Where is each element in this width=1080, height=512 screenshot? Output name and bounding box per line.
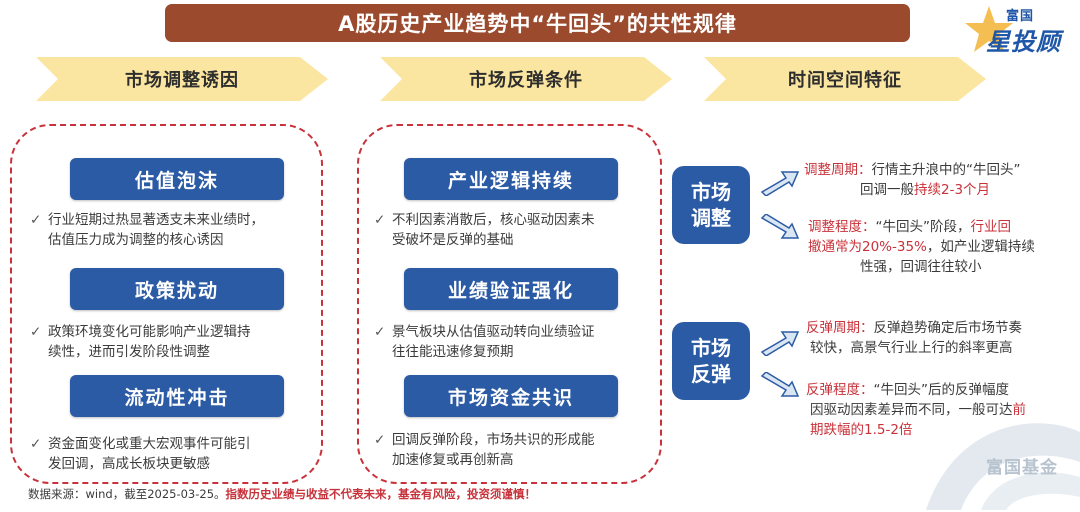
- box-label-line: 调整: [691, 206, 731, 230]
- arrow-up-right-icon: [760, 171, 800, 196]
- box-label-line: 反弹: [691, 362, 731, 386]
- feature-highlight: 期跌幅的1.5-2倍: [810, 422, 913, 438]
- desc-line: 景气板块从估值驱动转向业绩验证: [392, 324, 595, 340]
- condition-industry-desc: ✓ 不利因素消散后，核心驱动因素未 受破坏是反弹的基础: [374, 210, 660, 250]
- desc-line: 政策环境变化可能影响产业逻辑持: [48, 324, 251, 340]
- box-label-line: 市场: [691, 180, 731, 204]
- feature-label: 调整周期：: [804, 162, 872, 178]
- rebound-degree-text: 反弹程度：“牛回头”后的反弹幅度 因驱动因素差异而不同，一般可达前 期跌幅的1.…: [806, 380, 1076, 440]
- feature-highlight: 撤通常为20%-35%: [808, 239, 927, 255]
- cause-valuation-desc: ✓ 行业短期过热显著透支未来业绩时， 估值压力成为调整的核心诱因: [30, 210, 320, 250]
- feature-text: “牛回头”阶段，: [875, 219, 971, 235]
- desc-line: 往往能迅速修复预期: [392, 344, 514, 360]
- feature-label: 反弹周期：: [806, 320, 874, 336]
- check-icon: ✓: [30, 324, 42, 340]
- source-text: 数据来源：wind，截至2025-03-25。: [28, 487, 226, 501]
- arrow-down-right-icon: [760, 372, 800, 397]
- brand-logo-top: 富国: [1006, 9, 1035, 24]
- feature-text: 因驱动因素差异而不同，一般可达: [810, 402, 1013, 418]
- causes-frame: [10, 124, 323, 484]
- desc-line: 行业短期过热显著透支未来业绩时，: [48, 212, 264, 228]
- feature-highlight: 持续2-3个月: [914, 182, 991, 198]
- arrow-up-right-icon: [760, 331, 800, 356]
- condition-capital-consensus: 市场资金共识: [404, 375, 618, 417]
- check-icon: ✓: [374, 212, 386, 228]
- desc-line: 不利因素消散后，核心驱动因素未: [392, 212, 595, 228]
- market-adjust-box: 市场 调整: [672, 166, 750, 244]
- cause-policy-desc: ✓ 政策环境变化可能影响产业逻辑持 续性，进而引发阶段性调整: [30, 322, 320, 362]
- condition-earnings-desc: ✓ 景气板块从估值驱动转向业绩验证 往往能迅速修复预期: [374, 322, 660, 362]
- adjust-period-text: 调整周期：行情主升浪中的“牛回头” 回调一般持续2-3个月: [804, 160, 1074, 200]
- arrow-down-right-icon: [760, 214, 800, 239]
- feature-highlight: 行业回: [970, 219, 1012, 235]
- check-icon: ✓: [30, 212, 42, 228]
- rebound-period-text: 反弹周期：反弹趋势确定后市场节奏 较快，高景气行业上行的斜率更高: [806, 318, 1076, 358]
- check-icon: ✓: [30, 436, 42, 452]
- cause-liquidity-shock: 流动性冲击: [70, 375, 284, 417]
- condition-industry-logic: 产业逻辑持续: [404, 158, 618, 200]
- fund-swirl-icon: [926, 423, 1080, 510]
- feature-text: 较快，高景气行业上行的斜率更高: [810, 340, 1013, 356]
- box-label-line: 市场: [691, 336, 731, 360]
- feature-label: 反弹程度：: [806, 382, 874, 398]
- check-icon: ✓: [374, 324, 386, 340]
- desc-line: 估值压力成为调整的核心诱因: [48, 232, 224, 248]
- feature-text: ，如产业逻辑持续: [926, 239, 1035, 255]
- feature-text: 反弹趋势确定后市场节奏: [873, 320, 1023, 336]
- condition-capital-desc: ✓ 回调反弹阶段，市场共识的形成能 加速修复或再创新高: [374, 430, 660, 470]
- desc-line: 发回调，高成长板块更敏感: [48, 456, 210, 472]
- feature-text: 性强，回调往往较小: [860, 259, 982, 275]
- desc-line: 回调反弹阶段，市场共识的形成能: [392, 432, 595, 448]
- conditions-frame: [357, 124, 662, 484]
- feature-text: 行情主升浪中的“牛回头”: [871, 162, 1021, 178]
- feature-highlight: 前: [1012, 402, 1027, 418]
- cause-policy-disturbance: 政策扰动: [70, 268, 284, 310]
- feature-text: 回调一般: [860, 182, 914, 198]
- desc-line: 加速修复或再创新高: [392, 452, 514, 468]
- feature-text: “牛回头”后的反弹幅度: [873, 382, 1010, 398]
- page-title: A股历史产业趋势中“牛回头”的共性规律: [165, 4, 910, 42]
- brand-logo-main: 星投顾: [986, 28, 1061, 56]
- desc-line: 续性，进而引发阶段性调整: [48, 344, 210, 360]
- column-header-causes: 市场调整诱因: [36, 57, 328, 101]
- condition-earnings-verification: 业绩验证强化: [404, 268, 618, 310]
- check-icon: ✓: [374, 432, 386, 448]
- desc-line: 资金面变化或重大宏观事件可能引: [48, 436, 251, 452]
- column-header-conditions: 市场反弹条件: [380, 57, 672, 101]
- cause-valuation-bubble: 估值泡沫: [70, 158, 284, 200]
- column-header-features: 时间空间特征: [704, 57, 986, 101]
- risk-warning: 指数历史业绩与收益不代表未来，基金有风险，投资须谨慎！: [225, 487, 537, 501]
- data-source-note: 数据来源：wind，截至2025-03-25。指数历史业绩与收益不代表未来，基金…: [28, 486, 536, 502]
- fund-logo-watermark: 富国基金: [886, 392, 1080, 512]
- desc-line: 受破坏是反弹的基础: [392, 232, 514, 248]
- brand-logo: 富国 星投顾: [962, 2, 1074, 58]
- feature-label: 调整程度：: [808, 219, 876, 235]
- cause-liquidity-desc: ✓ 资金面变化或重大宏观事件可能引 发回调，高成长板块更敏感: [30, 434, 320, 474]
- adjust-degree-text: 调整程度：“牛回头”阶段，行业回 撤通常为20%-35%，如产业逻辑持续 性强，…: [808, 217, 1076, 277]
- fund-logo-text: 富国基金: [986, 458, 1058, 478]
- star-icon: [965, 6, 1013, 52]
- market-rebound-box: 市场 反弹: [672, 322, 750, 400]
